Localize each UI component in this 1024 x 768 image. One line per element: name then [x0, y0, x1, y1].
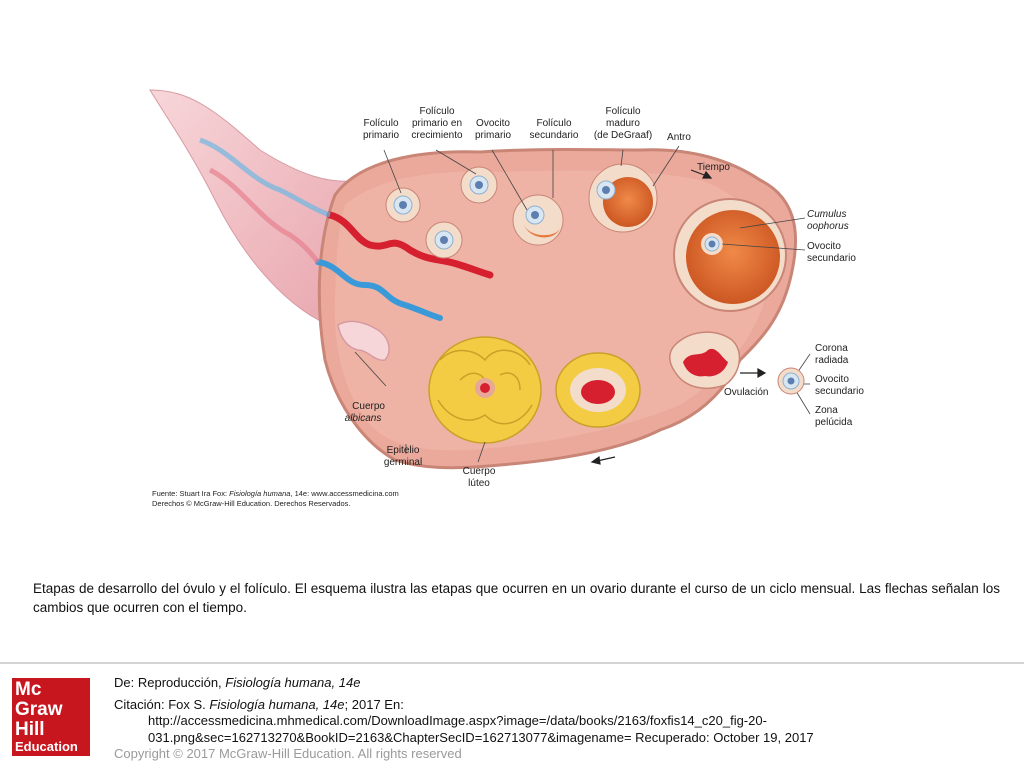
footer-citation: Citación: Fox S. Fisiología humana, 14e;…	[114, 697, 404, 712]
footer-copyright: Copyright © 2017 McGraw-Hill Education. …	[114, 746, 462, 761]
footer-url-line1: http://accessmedicina.mhmedical.com/Down…	[148, 713, 767, 728]
growing-primary-follicle	[460, 166, 498, 204]
primary-follicle	[385, 187, 421, 223]
label-ovocito-secundario: Ovocito secundario	[807, 241, 856, 264]
footer-url-line2: 031.png&sec=162713270&BookID=2163&Chapte…	[148, 730, 814, 745]
footer-divider	[0, 662, 1024, 664]
label-epitelio-germinal: Epitelio germinal	[383, 445, 423, 468]
ovary-figure: Folículo primario Folículo primario en c…	[149, 89, 864, 508]
released-ovum	[777, 367, 805, 395]
label-foliculo-secundario: Folículo secundario	[529, 118, 579, 141]
label-zona-pelucida: Zona pelúcida	[815, 405, 853, 428]
growing-primary-follicle-2	[425, 221, 463, 259]
label-cuerpo-luteo: Cuerpo lúteo	[462, 466, 496, 489]
label-cumulus-oophorus: Cumulus oophorus	[807, 209, 849, 232]
label-antro: Antro	[667, 132, 691, 143]
figure-caption: Etapas de desarrollo del óvulo y el folí…	[33, 581, 1000, 615]
label-ovocito-secundario-2: Ovocito secundario	[815, 374, 864, 397]
label-ovocito-primario: Ovocito primario	[474, 118, 512, 141]
mcgraw-hill-logo: Mc Graw Hill Education	[12, 678, 90, 756]
regressing-corpus-luteum	[555, 352, 641, 428]
label-corona-radiada: Corona radiada	[815, 343, 849, 366]
label-foliculo-primario: Folículo primario	[362, 118, 400, 141]
early-antral-follicle	[588, 163, 658, 233]
label-foliculo-primario-crecimiento: Folículo primario en crecimiento	[411, 106, 463, 141]
corpus-luteum	[428, 336, 542, 444]
ruptured-follicle	[669, 331, 741, 389]
corpus-albicans	[337, 320, 390, 361]
secondary-follicle	[512, 194, 564, 246]
time-arrows	[590, 169, 767, 465]
artery	[326, 211, 494, 279]
footer-source: De: Reproducción, Fisiología humana, 14e	[114, 675, 361, 690]
figure-source: Fuente: Stuart Ira Fox: Fisiología human…	[152, 489, 399, 508]
mature-follicle	[673, 198, 787, 312]
label-foliculo-maduro: Folículo maduro (de DeGraaf)	[593, 106, 653, 141]
label-tiempo: Tiempo	[697, 162, 730, 173]
vein	[315, 259, 443, 321]
label-ovulacion: Ovulación	[724, 387, 769, 398]
ovary-illustration	[149, 89, 811, 470]
